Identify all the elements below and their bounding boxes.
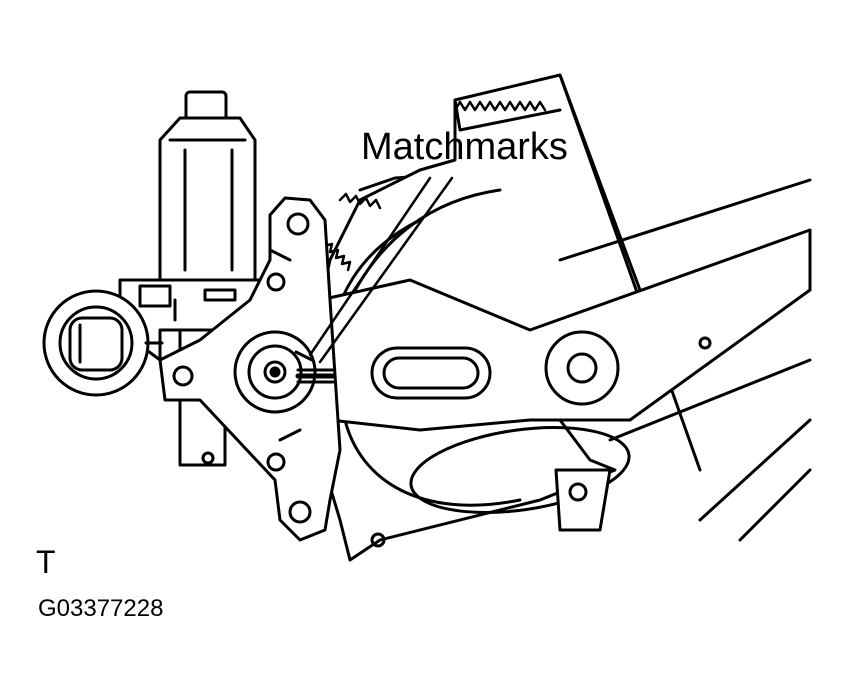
matchmarks-callout-label: Matchmarks: [361, 126, 568, 168]
drive-pinion-hub: [233, 330, 317, 414]
wire-connector: [42, 289, 164, 397]
matchmark-lines: [295, 368, 336, 384]
callout-leader-lines: [308, 176, 454, 364]
figure-code-label: G03377228: [38, 595, 164, 622]
view-letter-label: T: [36, 544, 56, 580]
regulator-lift-arm: [318, 178, 812, 548]
